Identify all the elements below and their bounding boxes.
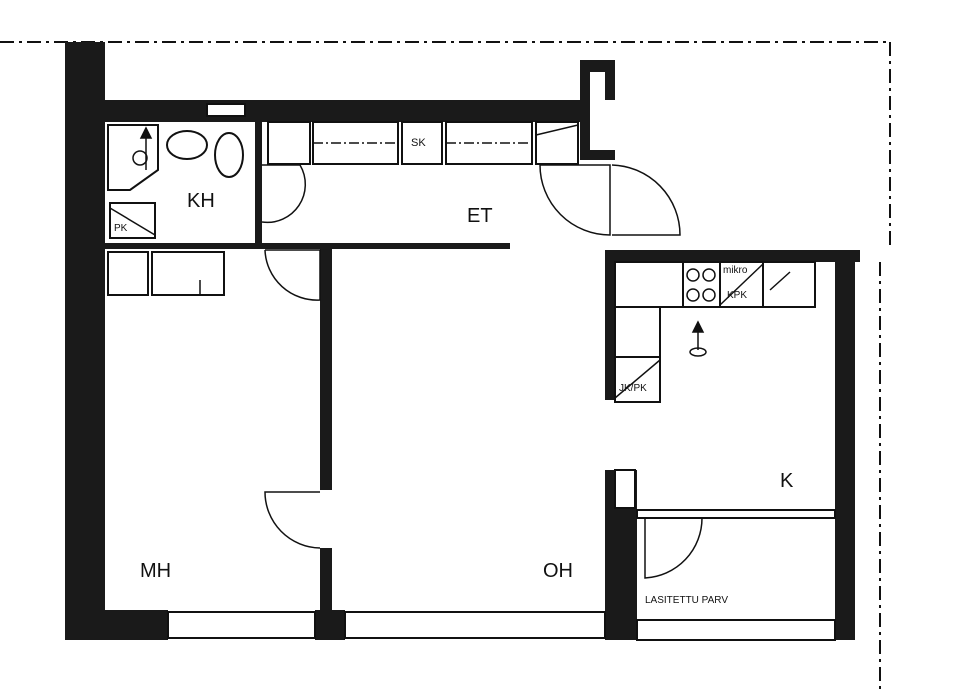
stove-icon [682, 261, 721, 308]
fridge-freezer-label: JK/PK [619, 383, 647, 394]
toilet-icon [214, 132, 244, 178]
kitchen-sink-icon [762, 261, 816, 308]
closet-sk-label: SK [411, 137, 426, 149]
washer-pk [109, 202, 156, 239]
room-label-kitchen: K [780, 470, 794, 492]
balcony-rail [636, 509, 836, 519]
door-bedroom-closet [264, 249, 321, 301]
drain-icon [691, 320, 705, 333]
room-label-bathroom: KH [187, 190, 215, 212]
closet-sk [401, 121, 443, 165]
counter [614, 306, 661, 358]
vent-box [206, 103, 246, 117]
closet [151, 251, 225, 296]
door-bedroom [264, 491, 321, 549]
closet [107, 251, 149, 296]
closet [267, 121, 311, 165]
column [614, 469, 636, 509]
microwave-label: mikro [723, 265, 748, 276]
door-balcony [644, 517, 703, 579]
door-kitchen [611, 164, 681, 236]
room-label-bedroom: MH [140, 560, 172, 582]
window-living [344, 611, 606, 639]
window-bedroom [167, 611, 316, 639]
window-balcony [636, 619, 836, 641]
kpk-label: KPK [727, 290, 748, 301]
room-label-living-room: OH [543, 560, 573, 582]
property-boundary [0, 41, 891, 689]
room-label-balcony: LASITETTU PARV [645, 595, 728, 606]
washer-pk-label: PK [114, 223, 128, 234]
closet-electric [535, 121, 579, 165]
room-label-hallway: ET [467, 205, 493, 227]
sink-icon [166, 130, 208, 160]
door-bathroom [261, 164, 307, 224]
door-entrance [539, 164, 611, 236]
counter [614, 261, 684, 308]
